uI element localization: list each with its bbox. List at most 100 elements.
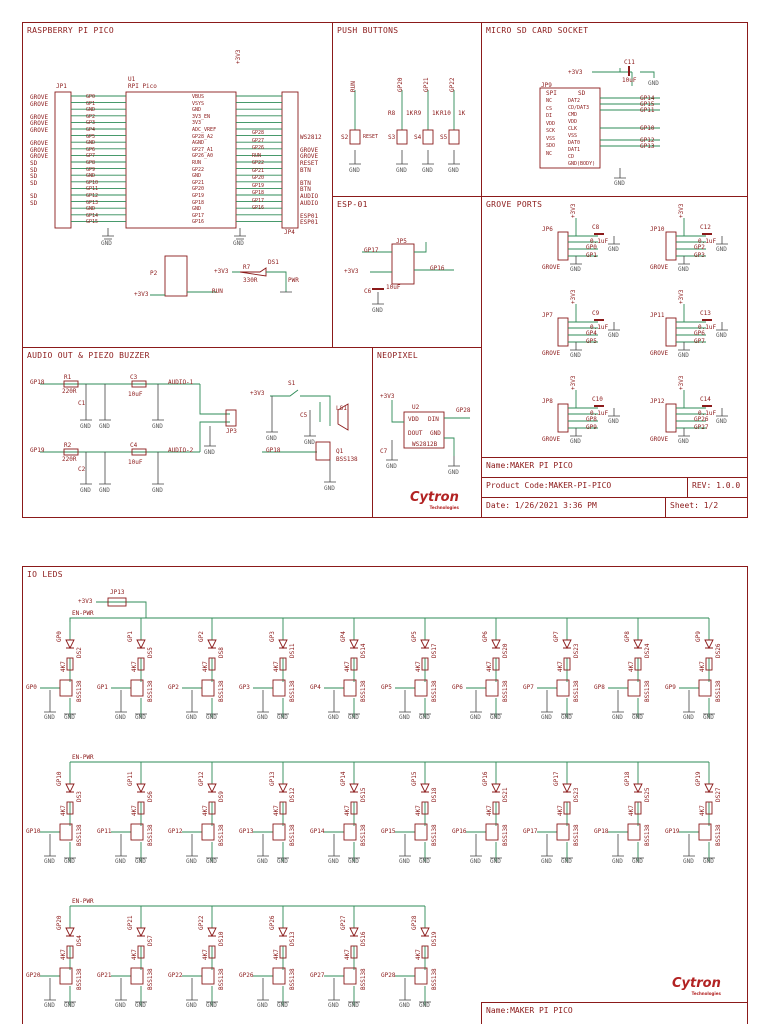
pico-net-right: GROVE	[300, 146, 319, 154]
sd-pin: VDD	[568, 119, 578, 125]
led-gate-net: GP12	[168, 828, 183, 835]
led-ds-label: DS6	[147, 791, 154, 802]
jp4-net: GP18	[252, 190, 265, 196]
u1-pin-label: GP18	[192, 199, 205, 206]
button-switch-label: S5	[440, 134, 448, 141]
led-gnd-label: GND	[44, 858, 55, 865]
q1-part: BSS138	[336, 456, 358, 463]
grove-net-a: GP2	[694, 244, 705, 251]
panel-title: GROVE PORTS	[486, 200, 543, 209]
grove-cap-value: 0.1uF	[698, 238, 717, 245]
led-gate-net: GP13	[239, 828, 254, 835]
sd-sd-col: SD	[578, 90, 586, 97]
u1-pin-label: GP0	[86, 94, 96, 100]
led-gnd-label: GND	[348, 858, 359, 865]
grove-gnd-label: GND	[570, 352, 581, 359]
led-gate-net: GP6	[452, 684, 463, 691]
schematic-sheet-2: IO LEDS	[22, 566, 748, 1024]
u1-pin-label: VSYS	[192, 100, 205, 107]
led-gate-net: GP17	[523, 828, 538, 835]
led-gp-label: GP19	[695, 771, 702, 786]
led-ds-label: DS17	[431, 643, 438, 658]
pico-net-left: GROVE	[30, 127, 49, 134]
led-gnd-label: GND	[328, 858, 339, 865]
sd-pin: DAT2	[568, 98, 581, 104]
led-mosfet-part: BSS138	[644, 680, 651, 702]
led-gnd-label: GND	[257, 1002, 268, 1009]
esp-gnd: GND	[372, 307, 383, 314]
audio-gnd-label: GND	[80, 423, 91, 430]
sd-gnd-label: GND	[614, 180, 625, 187]
grove-cap-gnd-label: GND	[608, 246, 619, 253]
u1-pin-label: GP5	[86, 133, 96, 140]
sd-pin: CD	[568, 154, 575, 160]
audio1-net: AUDIO-1	[168, 379, 194, 386]
jp4-net: GP19	[252, 182, 265, 189]
led-ds-label: DS24	[644, 643, 651, 658]
grove-cap-gnd-label: GND	[608, 332, 619, 339]
button-switch-label: S2	[341, 134, 349, 141]
grove-type-label: GROVE	[650, 436, 669, 443]
sd-3v3-label: +3V3	[568, 69, 583, 76]
led-gnd-label: GND	[186, 714, 197, 721]
sd-pin: CLK	[568, 126, 578, 132]
s1-label: S1	[288, 380, 296, 387]
pico-net-right: RESET	[300, 160, 319, 167]
sd-spi-pin: NC	[546, 98, 553, 104]
grove-cap-label: C14	[700, 396, 711, 403]
led-gate-net: GP28	[381, 972, 396, 979]
led-gnd-label: GND	[135, 1002, 146, 1009]
u1-pin-label: GP11	[86, 186, 99, 193]
led-gnd-label: GND	[64, 714, 75, 721]
led-ds-label: DS25	[644, 787, 651, 802]
led-resistor-value: 4K7	[415, 949, 422, 960]
grove-type-label: GROVE	[650, 264, 669, 271]
led-gnd-label: GND	[44, 714, 55, 721]
led-gnd-label: GND	[490, 714, 501, 721]
q1-label: Q1	[336, 448, 344, 455]
u1-pin-label: GP10	[86, 179, 99, 186]
pico-net-left: GROVE	[30, 153, 49, 161]
u1-pin-label: ADC_VREF	[192, 127, 217, 133]
pico-net-right: ESP01	[300, 212, 319, 220]
led-resistor-value: 4K7	[60, 805, 67, 816]
jp1-label: JP1	[56, 83, 67, 90]
grove-net-b: GP9	[586, 424, 597, 431]
grove-jp-label: JP12	[650, 398, 665, 405]
grove-jp-label: JP10	[650, 226, 665, 233]
grove-gnd-label: GND	[678, 438, 689, 445]
pico-net-right: AUDIO	[300, 193, 319, 200]
led-gp-label: GP21	[127, 915, 134, 930]
led-gnd-label: GND	[632, 858, 643, 865]
jp5-label: JP5	[396, 238, 407, 245]
led-gnd-label: GND	[328, 714, 339, 721]
jp3-label: JP3	[226, 428, 237, 435]
led-ds-label: DS20	[502, 643, 509, 658]
sd-spi-pin: VDD	[546, 120, 556, 127]
led-ds-label: DS14	[360, 643, 367, 658]
jp4-net: GP22	[252, 160, 265, 166]
led-gnd-label: GND	[612, 858, 623, 865]
u1-pin-label: GP22	[192, 166, 205, 173]
led-gnd-label: GND	[470, 858, 481, 865]
led-ds-label: DS21	[502, 787, 509, 802]
grove-jp-label: JP6	[542, 226, 553, 233]
grove-cap-value: 0.1uF	[590, 238, 609, 245]
led-gate-net: GP8	[594, 684, 605, 691]
grove-jp-label: JP7	[542, 312, 553, 319]
led-gnd-label: GND	[399, 858, 410, 865]
led-gate-net: GP7	[523, 684, 534, 691]
led-resistor-value: 4K7	[699, 805, 706, 816]
led-gate-net: GP11	[97, 828, 112, 835]
pico-net-right: BTN	[300, 186, 311, 194]
sd-pin: GND(BODY)	[568, 161, 596, 167]
led-resistor-value: 4K7	[415, 805, 422, 816]
led-mosfet-part: BSS138	[715, 824, 722, 846]
led-resistor-value: 4K7	[202, 805, 209, 816]
pico-net-left: SD	[30, 160, 38, 167]
button-gnd-label: GND	[448, 167, 459, 174]
en-pwr-net: EN-PWR	[72, 610, 94, 617]
pico-net-right: ESP01	[300, 219, 319, 227]
led-mosfet-part: BSS138	[76, 824, 83, 846]
sd-net: GP13	[640, 143, 655, 150]
